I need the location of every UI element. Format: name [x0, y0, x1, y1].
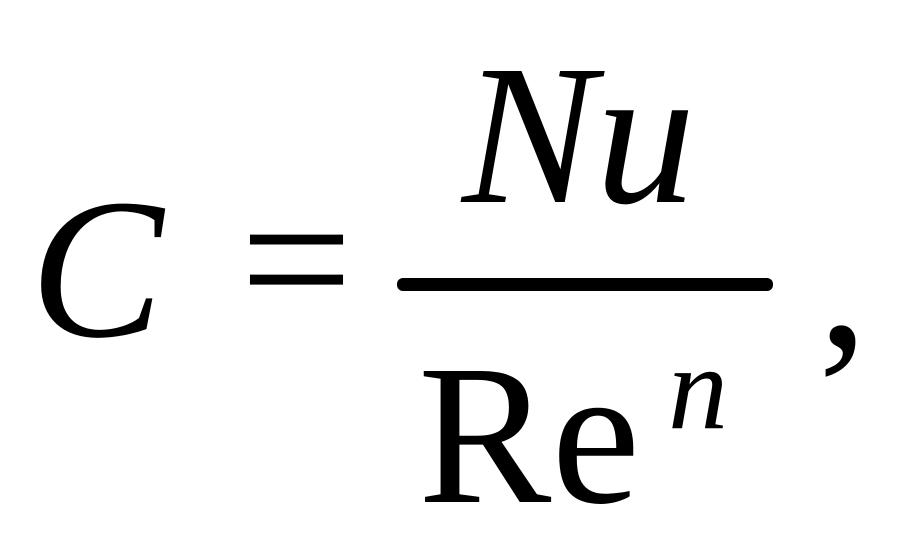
formula-fraction-bar: [397, 278, 773, 291]
formula-lhs-variable: C: [30, 159, 164, 380]
formula-trailing-comma: ,: [818, 169, 868, 390]
formula-denominator-exponent: n: [668, 321, 728, 454]
formula-equals-sign: =: [240, 149, 353, 370]
formula-numerator: Nu: [462, 25, 696, 246]
formula-denominator-base: Re: [418, 325, 641, 546]
